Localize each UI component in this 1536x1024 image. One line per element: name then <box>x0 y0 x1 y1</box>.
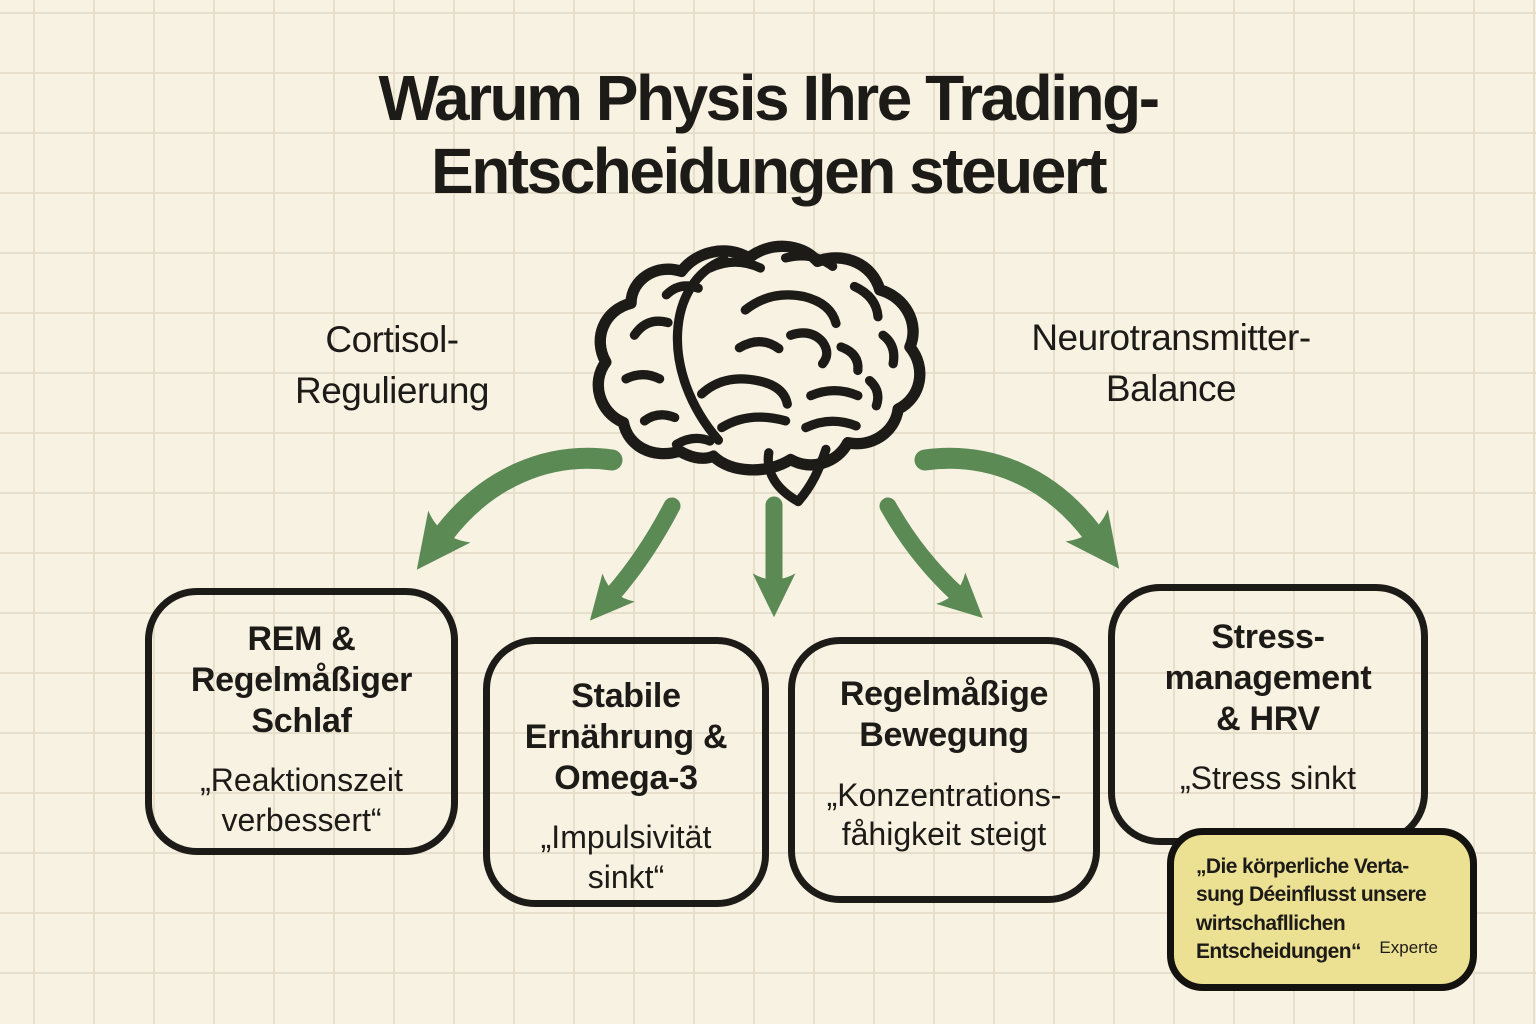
brain-fold <box>629 316 673 340</box>
expert-quote-attribution: Experte <box>1379 938 1438 957</box>
brain-fold <box>621 370 665 384</box>
arrow-diagonal-down-left-icon <box>589 497 681 621</box>
card-bewegung: Regelmåßige Bewegung „Konzentrations- få… <box>788 637 1100 903</box>
page-title: Warum Physis Ihre Trading- Entscheidunge… <box>0 62 1536 208</box>
card-title: Stabile Ernährung & Omega-3 <box>524 677 728 797</box>
arrow-diagonal-down-right-icon <box>879 497 983 618</box>
card-title: Regelmåßige Bewegung <box>839 675 1049 754</box>
brain-stem <box>793 444 831 507</box>
brain-fold <box>836 342 863 376</box>
arrow-curved-down-right-icon <box>914 447 1120 569</box>
brain-fold <box>849 281 883 322</box>
brain-fold <box>705 257 766 273</box>
label-neurotransmitter-balance: Neurotransmitter- Balance <box>1031 317 1311 410</box>
card-ernaehrung-omega3: Stabile Ernährung & Omega-3 „Impulsivitä… <box>483 637 769 907</box>
card-quote: „Impulsivität sinkt“ <box>540 819 712 896</box>
label-cortisol-regulierung: Cortisol- Regulierung <box>294 319 490 412</box>
card-quote: „Stress sinkt <box>1179 760 1357 797</box>
brain-fold <box>786 328 832 369</box>
expert-quote-text: „Die körperliche Verta- sung Déeinflusst… <box>1196 855 1427 964</box>
brain-outline <box>592 240 926 476</box>
page-title-line-2: Entscheidungen steuert <box>431 134 1108 207</box>
card-rem-schlaf: REM & Regelmåßiger Schlaf „Reaktionszeit… <box>145 588 458 855</box>
brain-fold <box>639 410 680 426</box>
card-stressmanagement-hrv: Stress- management & HRV „Stress sinkt <box>1108 584 1428 845</box>
brain-fold <box>780 251 838 271</box>
brain-fold <box>717 412 791 433</box>
page-title-line-1: Warum Physis Ihre Trading- <box>378 62 1160 134</box>
card-quote: „Konzentrations- fåhigkeit steigt <box>826 776 1062 853</box>
brain-fold <box>671 433 715 450</box>
brain-fold <box>740 290 841 329</box>
brain-fold <box>801 416 861 433</box>
brain-fold <box>878 330 899 369</box>
arrow-curved-down-left-icon <box>416 447 623 570</box>
brain-fold <box>696 374 792 409</box>
brain-stem <box>763 448 803 507</box>
card-title: REM & Regelmåßiger Schlaf <box>190 620 413 740</box>
brain-fold <box>864 375 883 411</box>
card-title: Stress- management & HRV <box>1164 618 1372 738</box>
brain-folds <box>621 251 899 450</box>
card-quote: „Reaktionszeit verbessert“ <box>200 762 403 839</box>
brain-icon <box>592 240 926 507</box>
brain-fold <box>661 281 703 300</box>
brain-fold <box>734 337 784 354</box>
brain-fold <box>806 386 863 401</box>
arrows-group <box>416 447 1120 621</box>
brain-fold <box>672 254 729 445</box>
expert-quote-note: „Die körperliche Verta- sung Déeinflusst… <box>1167 828 1477 991</box>
